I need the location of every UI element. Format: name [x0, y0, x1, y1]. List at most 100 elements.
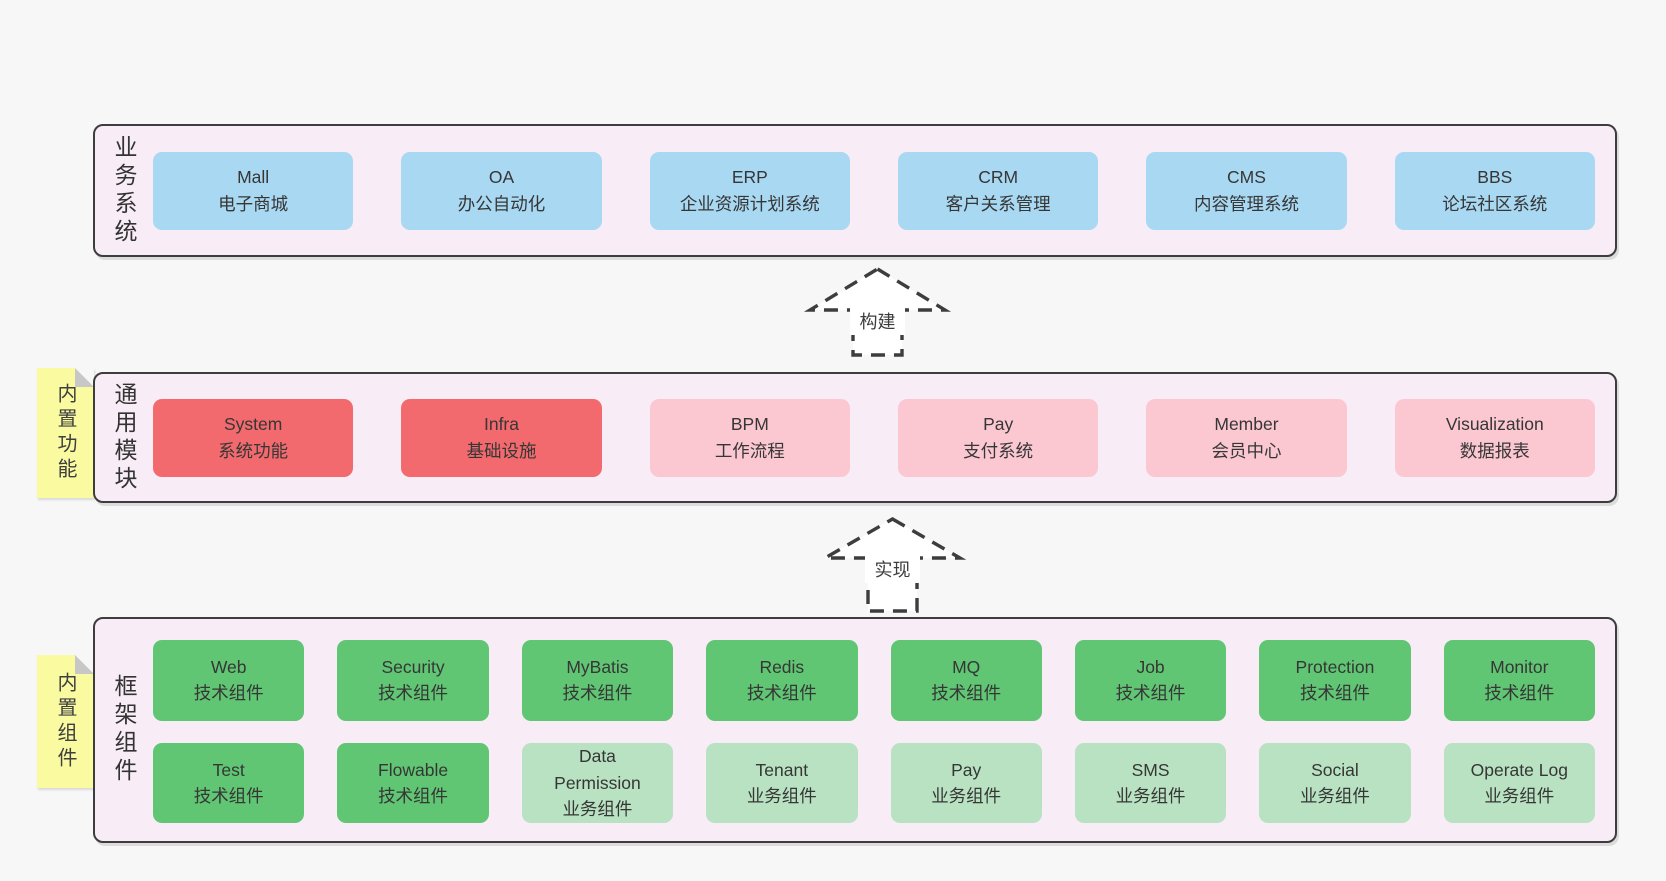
box-erp: ERP 企业资源计划系统	[649, 151, 850, 230]
box-web: Web 技术组件	[153, 640, 305, 721]
box-social: Social 业务组件	[1259, 742, 1411, 823]
box-name: MQ	[952, 657, 981, 677]
common-modules-label: 通用模块	[111, 381, 137, 494]
box-pay: Pay 支付系统	[897, 398, 1099, 477]
box-operate-log: Operate Log 业务组件	[1443, 742, 1595, 823]
box-name: Redis	[759, 657, 805, 677]
sticky-built-in-components: 内置组件	[37, 655, 94, 788]
build-arrow-label-bg	[850, 308, 905, 335]
box-name: BPM	[730, 414, 769, 435]
box-protection: Protection 技术组件	[1259, 640, 1411, 721]
box-name: CRM	[978, 167, 1019, 188]
framework-components-label: 框架组件	[111, 674, 137, 786]
folded-corner-icon	[75, 655, 94, 674]
box-name: Mall	[237, 167, 270, 188]
box-desc: 技术组件	[1115, 683, 1186, 704]
sticky-built-in-features: 内置功能	[37, 368, 94, 498]
box-system: System 系统功能	[153, 398, 354, 477]
box-crm: CRM 客户关系管理	[897, 151, 1099, 230]
box-name: MyBatis	[566, 657, 629, 677]
box-desc: 工作流程	[714, 440, 785, 461]
box-name: SMS	[1131, 759, 1170, 780]
box-desc: 技术组件	[193, 683, 264, 704]
box-name: Operate Log	[1470, 759, 1568, 780]
business-systems-panel: 业务系统 Mall 电子商城 OA 办公自动化 ERP 企业资源计划系统 CRM…	[93, 124, 1617, 257]
business-systems-row: Mall 电子商城 OA 办公自动化 ERP 企业资源计划系统 CRM 客户关系…	[153, 126, 1615, 255]
box-desc: 业务组件	[746, 785, 817, 806]
box-name: ERP	[731, 167, 768, 188]
box-name: Web	[210, 657, 247, 677]
box-desc: 技术组件	[931, 683, 1002, 704]
box-name: Data Permission	[554, 746, 641, 793]
box-name: Pay	[951, 759, 982, 780]
box-desc: 技术组件	[378, 785, 449, 806]
box-desc: 业务组件	[931, 785, 1002, 806]
box-infra: Infra 基础设施	[401, 398, 602, 477]
box-flowable: Flowable 技术组件	[337, 742, 489, 823]
box-mall: Mall 电子商城	[153, 151, 354, 230]
box-name: Infra	[483, 414, 519, 435]
box-name: System	[223, 414, 283, 435]
box-desc: 业务组件	[562, 798, 633, 819]
framework-components-grid: Web 技术组件 Security 技术组件 MyBatis 技术组件 Redi…	[153, 619, 1615, 841]
implement-arrow-label-bg	[865, 556, 920, 583]
box-desc: 内容管理系统	[1193, 193, 1299, 214]
box-desc: 技术组件	[1484, 683, 1555, 704]
box-name: Pay	[983, 414, 1014, 435]
box-name: Protection	[1295, 657, 1375, 677]
folded-corner-icon	[75, 368, 94, 387]
box-name: Test	[212, 759, 245, 780]
box-name: Tenant	[755, 759, 809, 780]
common-modules-row: System 系统功能 Infra 基础设施 BPM 工作流程 Pay 支付系统…	[153, 374, 1615, 501]
box-name: Security	[381, 657, 445, 677]
box-desc: 技术组件	[1299, 683, 1370, 704]
box-name: CMS	[1227, 167, 1266, 188]
box-visualization: Visualization 数据报表	[1394, 398, 1595, 477]
box-redis: Redis 技术组件	[706, 640, 858, 721]
box-job: Job 技术组件	[1074, 640, 1227, 721]
box-desc: 技术组件	[746, 683, 817, 704]
common-modules-panel: 通用模块 System 系统功能 Infra 基础设施 BPM 工作流程 Pay…	[93, 372, 1617, 503]
box-desc: 电子商城	[218, 193, 289, 214]
box-desc: 技术组件	[378, 683, 449, 704]
box-name: Job	[1136, 657, 1165, 677]
box-desc: 技术组件	[562, 683, 633, 704]
box-desc: 基础设施	[466, 440, 537, 461]
build-arrow: 构建	[803, 267, 952, 357]
box-bbs: BBS 论坛社区系统	[1394, 151, 1595, 230]
box-desc: 客户关系管理	[945, 193, 1051, 214]
box-pay-biz: Pay 业务组件	[890, 742, 1042, 823]
box-name: Social	[1311, 759, 1359, 780]
box-test: Test 技术组件	[153, 742, 305, 823]
box-mq: MQ 技术组件	[890, 640, 1042, 721]
framework-components-panel: 框架组件 Web 技术组件 Security 技术组件 MyBatis 技术组件…	[93, 617, 1617, 843]
box-desc: 系统功能	[218, 440, 289, 461]
box-name: BBS	[1477, 167, 1513, 188]
box-desc: 业务组件	[1299, 785, 1370, 806]
box-oa: OA 办公自动化	[401, 151, 602, 230]
business-systems-label: 业务系统	[111, 134, 137, 247]
box-desc: 数据报表	[1459, 440, 1530, 461]
implement-arrow-label: 实现	[875, 560, 911, 580]
box-name: OA	[488, 167, 515, 188]
box-mybatis: MyBatis 技术组件	[521, 640, 674, 721]
box-desc: 技术组件	[193, 785, 264, 806]
box-desc: 企业资源计划系统	[679, 193, 820, 214]
box-cms: CMS 内容管理系统	[1146, 151, 1347, 230]
box-desc: 业务组件	[1115, 785, 1186, 806]
box-name: Monitor	[1490, 657, 1549, 677]
box-monitor: Monitor 技术组件	[1443, 640, 1595, 721]
box-desc: 业务组件	[1484, 785, 1555, 806]
box-security: Security 技术组件	[337, 640, 489, 721]
box-name: Flowable	[378, 759, 449, 780]
box-name: Member	[1214, 414, 1279, 435]
box-data-permission: Data Permission 业务组件	[521, 742, 674, 823]
box-desc: 办公自动化	[457, 193, 546, 214]
box-sms: SMS 业务组件	[1074, 742, 1227, 823]
implement-arrow: 实现	[818, 517, 967, 613]
box-desc: 会员中心	[1211, 440, 1282, 461]
box-bpm: BPM 工作流程	[649, 398, 850, 477]
box-tenant: Tenant 业务组件	[706, 742, 858, 823]
box-member: Member 会员中心	[1146, 398, 1347, 477]
